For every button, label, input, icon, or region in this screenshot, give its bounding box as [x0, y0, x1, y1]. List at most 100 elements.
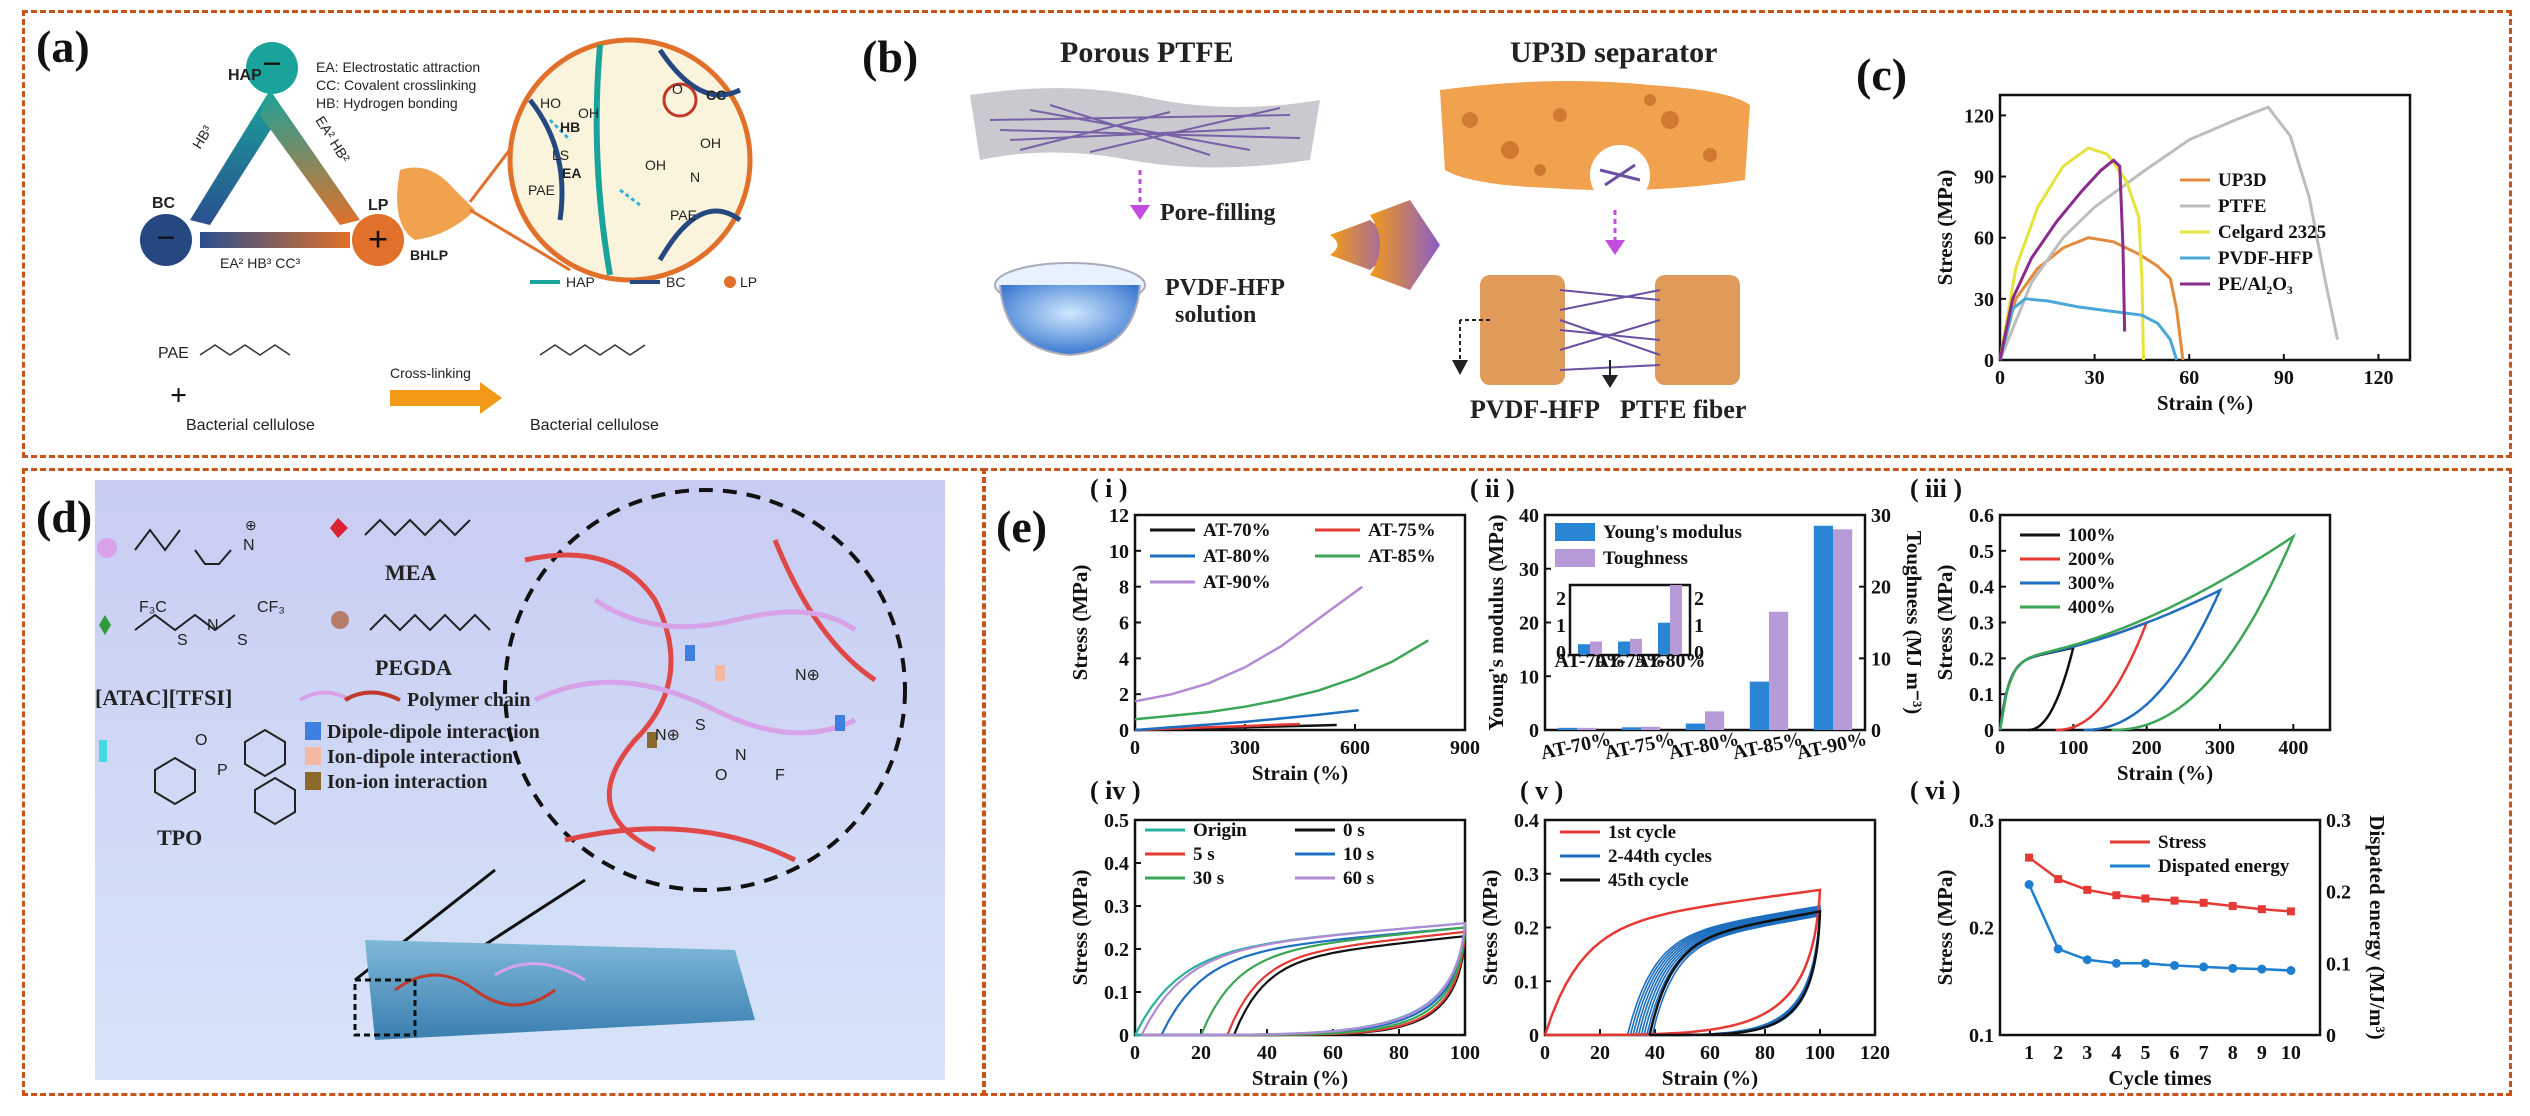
series-line: [1134, 585, 1364, 703]
bar-toughness: [1577, 727, 1597, 730]
legend-hb: HB: Hydrogen bonding: [316, 95, 458, 111]
legend-cc: CC: Covalent crosslinking: [316, 77, 476, 93]
data-point: [2111, 958, 2121, 968]
legend-swatch: [1555, 549, 1595, 567]
x-tick-label: 100: [1805, 1042, 1835, 1064]
data-point: [2257, 905, 2266, 914]
x-axis-label: Strain (%): [1662, 1066, 1758, 1090]
panel-d-schematic: N ⊕ MEA F₃C S N S CF₃ [ATAC][TFSI] PEGDA…: [95, 480, 945, 1080]
x-tick-label: 8: [2228, 1042, 2238, 1064]
legend-label: 300%: [2068, 573, 2116, 594]
y-axis-label: Stress (MPa): [1933, 170, 1957, 286]
svg-text:O: O: [195, 732, 207, 749]
inset-y2-tick: 0: [1694, 642, 1704, 664]
svg-text:S: S: [237, 632, 248, 649]
y-tick-label: 0.5: [1969, 541, 1994, 563]
category-label: AT-70%: [1539, 728, 1613, 764]
x-tick-label: 100: [1450, 1042, 1480, 1064]
svg-text:⊕: ⊕: [245, 517, 257, 533]
panel-d-label: (d): [36, 491, 93, 542]
y-tick-label: 0.2: [1104, 939, 1129, 961]
legend-label: Young's modulus: [1603, 522, 1742, 543]
category-label: AT-80%: [1667, 728, 1741, 764]
legend-label: Stress: [2158, 832, 2206, 853]
svg-text:+: +: [368, 219, 389, 259]
legend-label: Origin: [1193, 820, 1247, 841]
sub-ii-label: ( ii ): [1470, 474, 1515, 503]
data-point: [2083, 885, 2092, 894]
y-tick-label: 0: [1984, 720, 1994, 742]
y-tick-label: 30: [1519, 559, 1539, 581]
bubble-ho-1: HO: [540, 95, 561, 111]
y-tick-label: 120: [1964, 105, 1994, 127]
atac-tfsi-label: [ATAC][TFSI]: [95, 685, 232, 710]
x-tick-label: 400: [2278, 737, 2308, 759]
x-tick-label: 20: [1191, 1042, 1211, 1064]
bar-toughness: [1641, 726, 1661, 730]
legend-label: AT-80%: [1203, 546, 1271, 567]
inset-bar-toughness: [1590, 641, 1602, 655]
data-point: [2257, 964, 2267, 974]
data-point: [2286, 966, 2296, 975]
legend-ion-dipole: Ion-dipole interaction: [327, 746, 513, 768]
y-tick-label: 12: [1109, 505, 1129, 527]
tpo-marker-icon: [99, 740, 107, 762]
svg-text:N⊕: N⊕: [795, 667, 820, 684]
svg-text:S: S: [695, 717, 706, 734]
y-tick-label: 0.5: [1104, 810, 1129, 832]
magnified-bubble: [507, 37, 753, 283]
series-line: [1648, 909, 1822, 1037]
x-axis-label: Strain (%): [2157, 391, 2253, 415]
svg-text:N⊕: N⊕: [655, 727, 680, 744]
solution-label-1: PVDF-HFP: [1165, 275, 1285, 301]
x-tick-label: 300: [1230, 737, 1260, 759]
process-arrow-2: [1370, 200, 1440, 290]
x-axis-label: Strain (%): [1252, 1066, 1348, 1090]
bar-modulus: [1813, 525, 1833, 730]
panel-b-schematic: Porous PTFE Pore-filling PVDF-HFP soluti…: [970, 36, 1750, 424]
inset-y-tick: 2: [1556, 588, 1566, 610]
data-point: [2112, 891, 2121, 900]
bubble-pae-1: PAE: [528, 182, 555, 198]
x-tick-label: 1: [2024, 1042, 2034, 1064]
panel-e-label: (e): [996, 501, 1048, 552]
x-tick-label: 6: [2170, 1042, 2180, 1064]
inset-y2-tick: 2: [1694, 588, 1704, 610]
x-tick-label: 40: [1257, 1042, 1277, 1064]
y2-tick-label: 30: [1871, 505, 1891, 527]
y-tick-label: 0.4: [1969, 577, 1994, 599]
zoom-region: [353, 978, 417, 1037]
y-axis-label: Stress (MPa): [1933, 870, 1957, 986]
y-tick-label: 0.3: [1514, 864, 1539, 886]
legend-ea: EA: Electrostatic attraction: [316, 59, 480, 75]
y-tick-label: 40: [1519, 505, 1539, 527]
bubble-ea: EA: [562, 165, 581, 181]
y-tick-label: 0.2: [1969, 648, 1994, 670]
category-label: AT-90%: [1795, 728, 1869, 764]
svg-text:O: O: [715, 767, 727, 784]
y-tick-label: 0.2: [1969, 918, 1994, 940]
legend-label: Celgard 2325: [2218, 222, 2326, 243]
y-tick-label: 90: [1974, 167, 1994, 189]
legend-label: Dispated energy: [2158, 856, 2290, 877]
sub-iii-label: ( iii ): [1910, 474, 1962, 503]
series-line: [2028, 856, 2291, 913]
x-tick-label: 0: [1130, 737, 1140, 759]
series-line: [1998, 158, 2127, 361]
y-tick-label: 4: [1119, 648, 1129, 670]
svg-text:N: N: [207, 617, 219, 634]
y2-axis-label: Toughness (MJ m⁻³): [1902, 531, 1926, 714]
bar-toughness: [1769, 611, 1789, 730]
y2-tick-label: 0.1: [2326, 953, 2351, 975]
inset-category-label: AT-70%: [1554, 650, 1625, 672]
data-point: [2082, 955, 2092, 965]
bubble-legend-hap: HAP: [566, 274, 595, 290]
bhlp-leaf-icon: [397, 167, 475, 240]
bubble-n: N: [690, 169, 700, 185]
y-tick-label: 10: [1519, 666, 1539, 688]
legend-label: UP3D: [2218, 170, 2267, 191]
